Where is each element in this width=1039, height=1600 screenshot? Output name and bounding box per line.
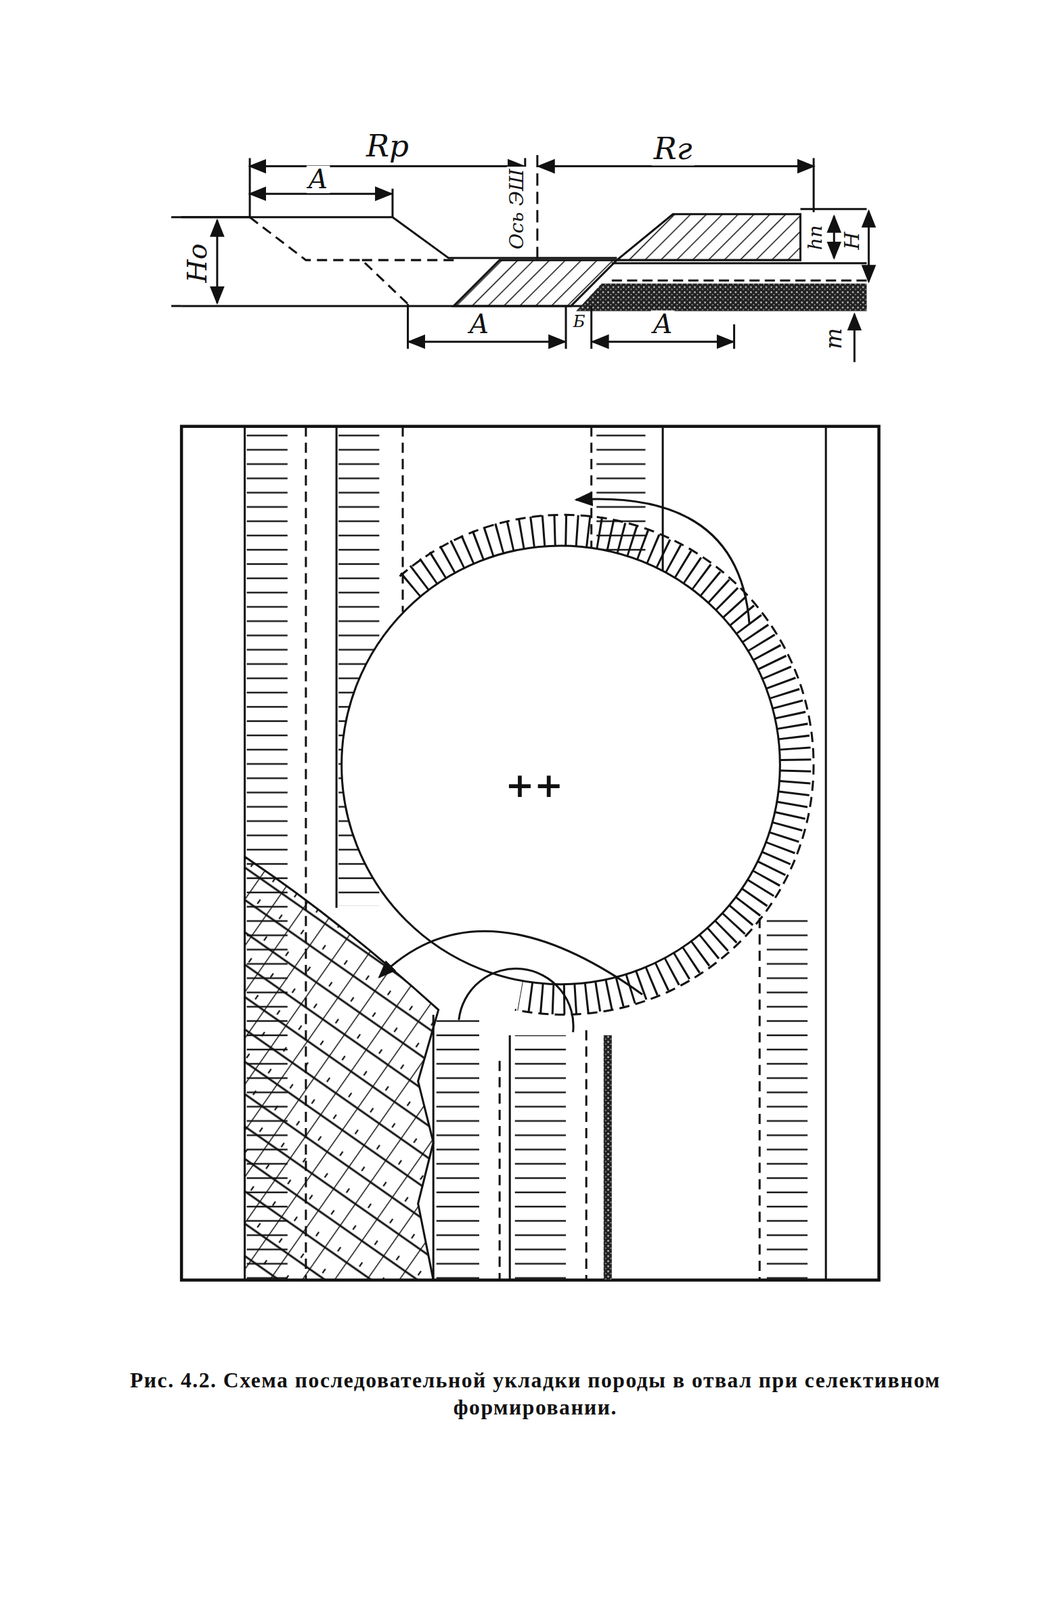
dimension-label: Б (571, 313, 588, 331)
axis-label: Ось ЭШ (506, 166, 528, 252)
dimension-label: Hо (184, 241, 212, 285)
dimension-label: A (467, 310, 491, 338)
figure-caption: Рис. 4.2. Схема последовательной укладки… (112, 1366, 959, 1423)
dimension-label: Rр (364, 129, 411, 162)
center-mark: ++ (502, 766, 566, 804)
dimension-label: hп (805, 223, 826, 253)
dimension-label: A (306, 165, 330, 194)
dimension-label: A (651, 310, 675, 338)
dimension-label: Rг (651, 132, 695, 165)
dimension-label: m (822, 325, 847, 351)
dimension-label: H (842, 229, 864, 252)
